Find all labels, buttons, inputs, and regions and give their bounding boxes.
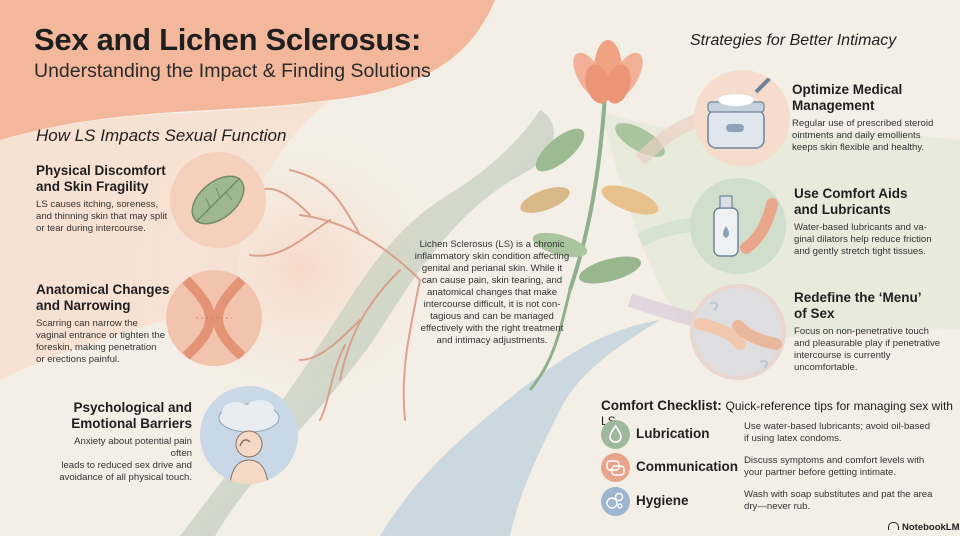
checklist-label-hygiene: Hygiene <box>636 493 689 508</box>
checklist-desc-communication: Discuss symptoms and comfort levels with… <box>744 455 925 478</box>
strategy-title: Redefine the ‘Menu’of Sex <box>794 290 922 321</box>
strategy-desc: Water-based lubricants and va-ginal dila… <box>794 222 932 257</box>
leaf-icon <box>170 152 266 248</box>
checklist-desc-lubrication: Use water-based lubricants; avoid oil-ba… <box>744 421 931 444</box>
brand-footer: NotebookLM <box>888 522 960 533</box>
checklist-label-communication: Communication <box>636 459 739 474</box>
flower <box>573 40 643 104</box>
right-section-heading: Strategies for Better Intimacy <box>690 32 897 49</box>
speech-bubbles-icon <box>601 453 630 482</box>
left-section-heading: How LS Impacts Sexual Function <box>36 126 287 145</box>
page-subtitle: Understanding the Impact & Finding Solut… <box>34 60 431 82</box>
narrowing-icon <box>166 270 262 366</box>
droplet-icon <box>601 420 630 449</box>
ointment-jar-icon <box>694 70 790 166</box>
distressed-person-cloud-icon <box>200 386 298 484</box>
strategy-redefine-sex: Redefine the ‘Menu’of Sex Focus on non-p… <box>794 290 944 374</box>
checklist-label-lubrication: Lubrication <box>636 426 710 441</box>
page-title: Sex and Lichen Sclerosus: <box>34 22 422 57</box>
holding-hands-icon <box>690 284 786 380</box>
checklist-desc-hygiene: Wash with soap substitutes and pat the a… <box>744 489 933 512</box>
brand-logo-icon <box>888 522 899 530</box>
lubricant-bottle-icon <box>690 178 786 274</box>
soap-bubbles-icon <box>601 487 630 516</box>
checklist-title: Comfort Checklist: Quick-reference tips … <box>601 398 960 428</box>
impact-desc: LS causes itching, soreness,and thinning… <box>36 199 168 234</box>
ls-definition: Lichen Sclerosus (LS) is a chronic infla… <box>414 239 570 346</box>
